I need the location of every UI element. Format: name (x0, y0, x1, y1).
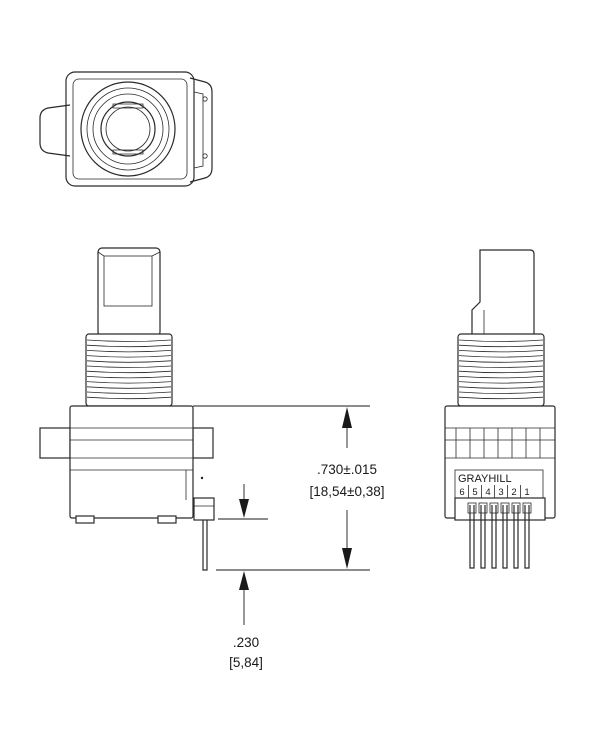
top-view-hole-upper (202, 96, 208, 102)
side-thread-line (458, 355, 544, 358)
top-view-right-plate (189, 77, 213, 183)
side-pin-collar (489, 502, 499, 514)
side-pin (491, 505, 497, 569)
side-thread-line (458, 365, 544, 368)
side-pin-collar (478, 502, 488, 514)
side-pin-collar (500, 502, 510, 514)
top-view-body-outer (65, 71, 195, 187)
pin-dimension: .230 [5,84] (218, 484, 268, 670)
pin-number: 4 (485, 487, 490, 498)
side-view-threads (458, 339, 544, 400)
top-view-hole-lower (202, 153, 208, 159)
side-pin (513, 505, 519, 569)
front-view-flange-left (39, 427, 71, 459)
side-pin-collar (511, 502, 521, 514)
side-view-body-grid (455, 428, 541, 458)
side-view-header (454, 497, 546, 521)
side-view-brand: GRAYHILL (458, 473, 512, 485)
pin-number: 3 (498, 487, 503, 498)
side-thread-line (458, 391, 544, 394)
side-pin (469, 505, 475, 569)
pin-arrow-down (239, 499, 249, 518)
top-view-shaft-inner (105, 106, 151, 152)
top-view (39, 71, 213, 187)
front-view-threads (86, 339, 172, 400)
top-view-shaft-outer (100, 101, 156, 157)
top-view-shaft-flat-bottom (112, 149, 144, 155)
side-thread-line (458, 396, 544, 400)
pin-number: 2 (511, 487, 516, 498)
front-thread-line (86, 386, 172, 389)
side-thread-line (458, 344, 544, 348)
pin-number: 1 (524, 487, 529, 498)
front-thread-line (86, 365, 172, 368)
height-dimension-imperial: .730±.015 (317, 462, 377, 477)
front-thread-line (86, 370, 172, 374)
front-view (39, 247, 215, 571)
pin-dimension-imperial: .230 (233, 635, 259, 650)
side-pin-collar (467, 502, 477, 514)
side-view-shaft (471, 249, 535, 337)
height-arrow-down (342, 548, 352, 569)
side-pin (524, 505, 530, 569)
front-view-shaft-edge-right (151, 251, 161, 257)
front-view-pin-header (193, 497, 215, 521)
side-pin (480, 505, 486, 569)
pin-arrow-up (239, 571, 249, 590)
top-view-bushing-ring (86, 87, 170, 171)
front-thread-line (86, 344, 172, 348)
front-thread-line (86, 376, 172, 379)
front-thread-line (86, 381, 172, 384)
front-view-flange-right (192, 427, 214, 459)
top-view-bushing-outer (80, 81, 176, 177)
pin-number: 6 (459, 487, 464, 498)
height-arrow-up (342, 407, 352, 428)
front-view-shaft (97, 247, 161, 337)
front-thread-line (86, 360, 172, 363)
front-view-shaft-flat (103, 255, 153, 307)
top-view-body-inner (72, 78, 188, 180)
front-thread-line (86, 396, 172, 400)
front-thread-line (86, 339, 172, 342)
top-view-left-ear (39, 104, 71, 157)
front-view-shaft-edge-left (97, 251, 105, 257)
front-view-body (69, 405, 194, 519)
top-view-bushing-inner (92, 93, 164, 165)
front-view-mark (200, 476, 204, 480)
side-thread-line (458, 360, 544, 363)
pin-number: 5 (472, 487, 477, 498)
front-view-bushing (85, 333, 173, 407)
pin-dimension-metric: [5,84] (229, 655, 263, 670)
height-dimension: .730±.015 [18,54±0,38] (193, 405, 385, 571)
front-thread-line (86, 350, 172, 353)
side-pin (502, 505, 508, 569)
front-thread-line (86, 355, 172, 358)
top-view-shaft-flat-top (112, 103, 144, 109)
side-view-pins (467, 502, 532, 569)
side-thread-line (458, 376, 544, 379)
height-dimension-metric: [18,54±0,38] (310, 484, 385, 499)
side-thread-line (458, 350, 544, 353)
front-thread-line (86, 391, 172, 394)
side-thread-line (458, 339, 544, 342)
side-thread-line (458, 370, 544, 374)
front-view-foot-right (157, 515, 177, 524)
front-view-pin (202, 520, 208, 571)
side-thread-line (458, 386, 544, 389)
front-view-foot-left (75, 515, 95, 524)
top-view-right-plate-inner (193, 91, 204, 169)
side-view-bushing (457, 333, 545, 407)
side-thread-line (458, 381, 544, 384)
side-pin-collar (522, 502, 532, 514)
